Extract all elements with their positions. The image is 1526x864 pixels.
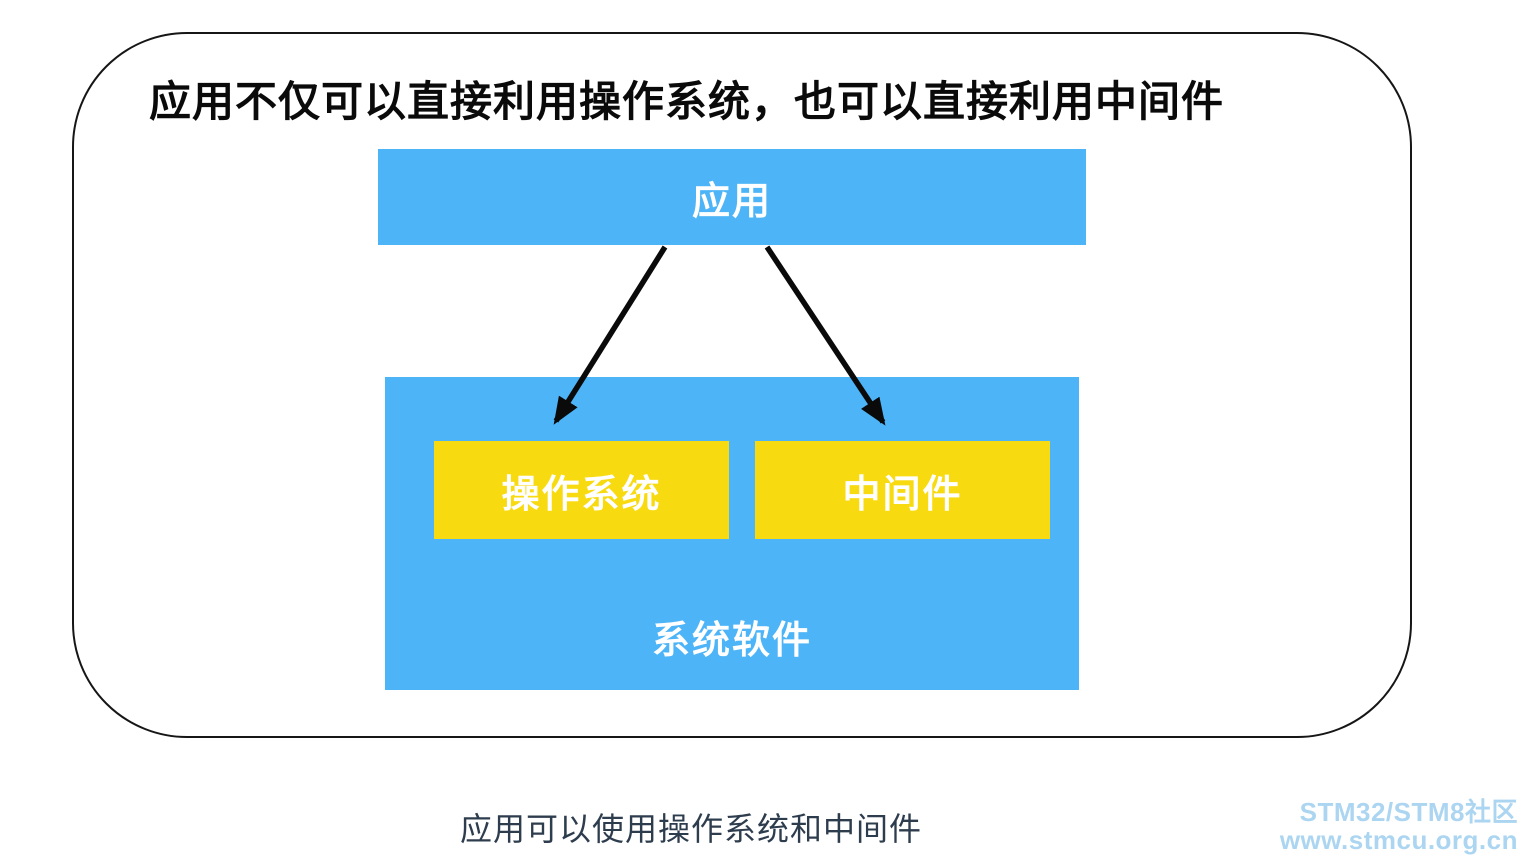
system-software-label: 系统软件 (651, 620, 812, 662)
app-box-label: 应用 (691, 180, 772, 223)
watermark-url-line: www.stmcu.org.cn (1279, 824, 1518, 855)
diagram-title: 应用不仅可以直接利用操作系统，也可以直接利用中间件 (149, 78, 1225, 125)
diagram-card: 应用不仅可以直接利用操作系统，也可以直接利用中间件 应用 操作系统 中间件 系统… (72, 32, 1412, 738)
os-box: 操作系统 (434, 441, 729, 539)
middleware-box: 中间件 (755, 441, 1050, 539)
watermark-community-line: STM32/STM8社区 (1299, 796, 1518, 827)
watermark: STM32/STM8社区 www.stmcu.org.cn (1280, 798, 1518, 854)
diagram-caption: 应用可以使用操作系统和中间件 (460, 811, 923, 847)
os-box-label: 操作系统 (501, 473, 662, 516)
app-box: 应用 (378, 149, 1086, 245)
middleware-box-label: 中间件 (842, 473, 963, 516)
system-software-box: 操作系统 中间件 系统软件 (385, 377, 1079, 690)
